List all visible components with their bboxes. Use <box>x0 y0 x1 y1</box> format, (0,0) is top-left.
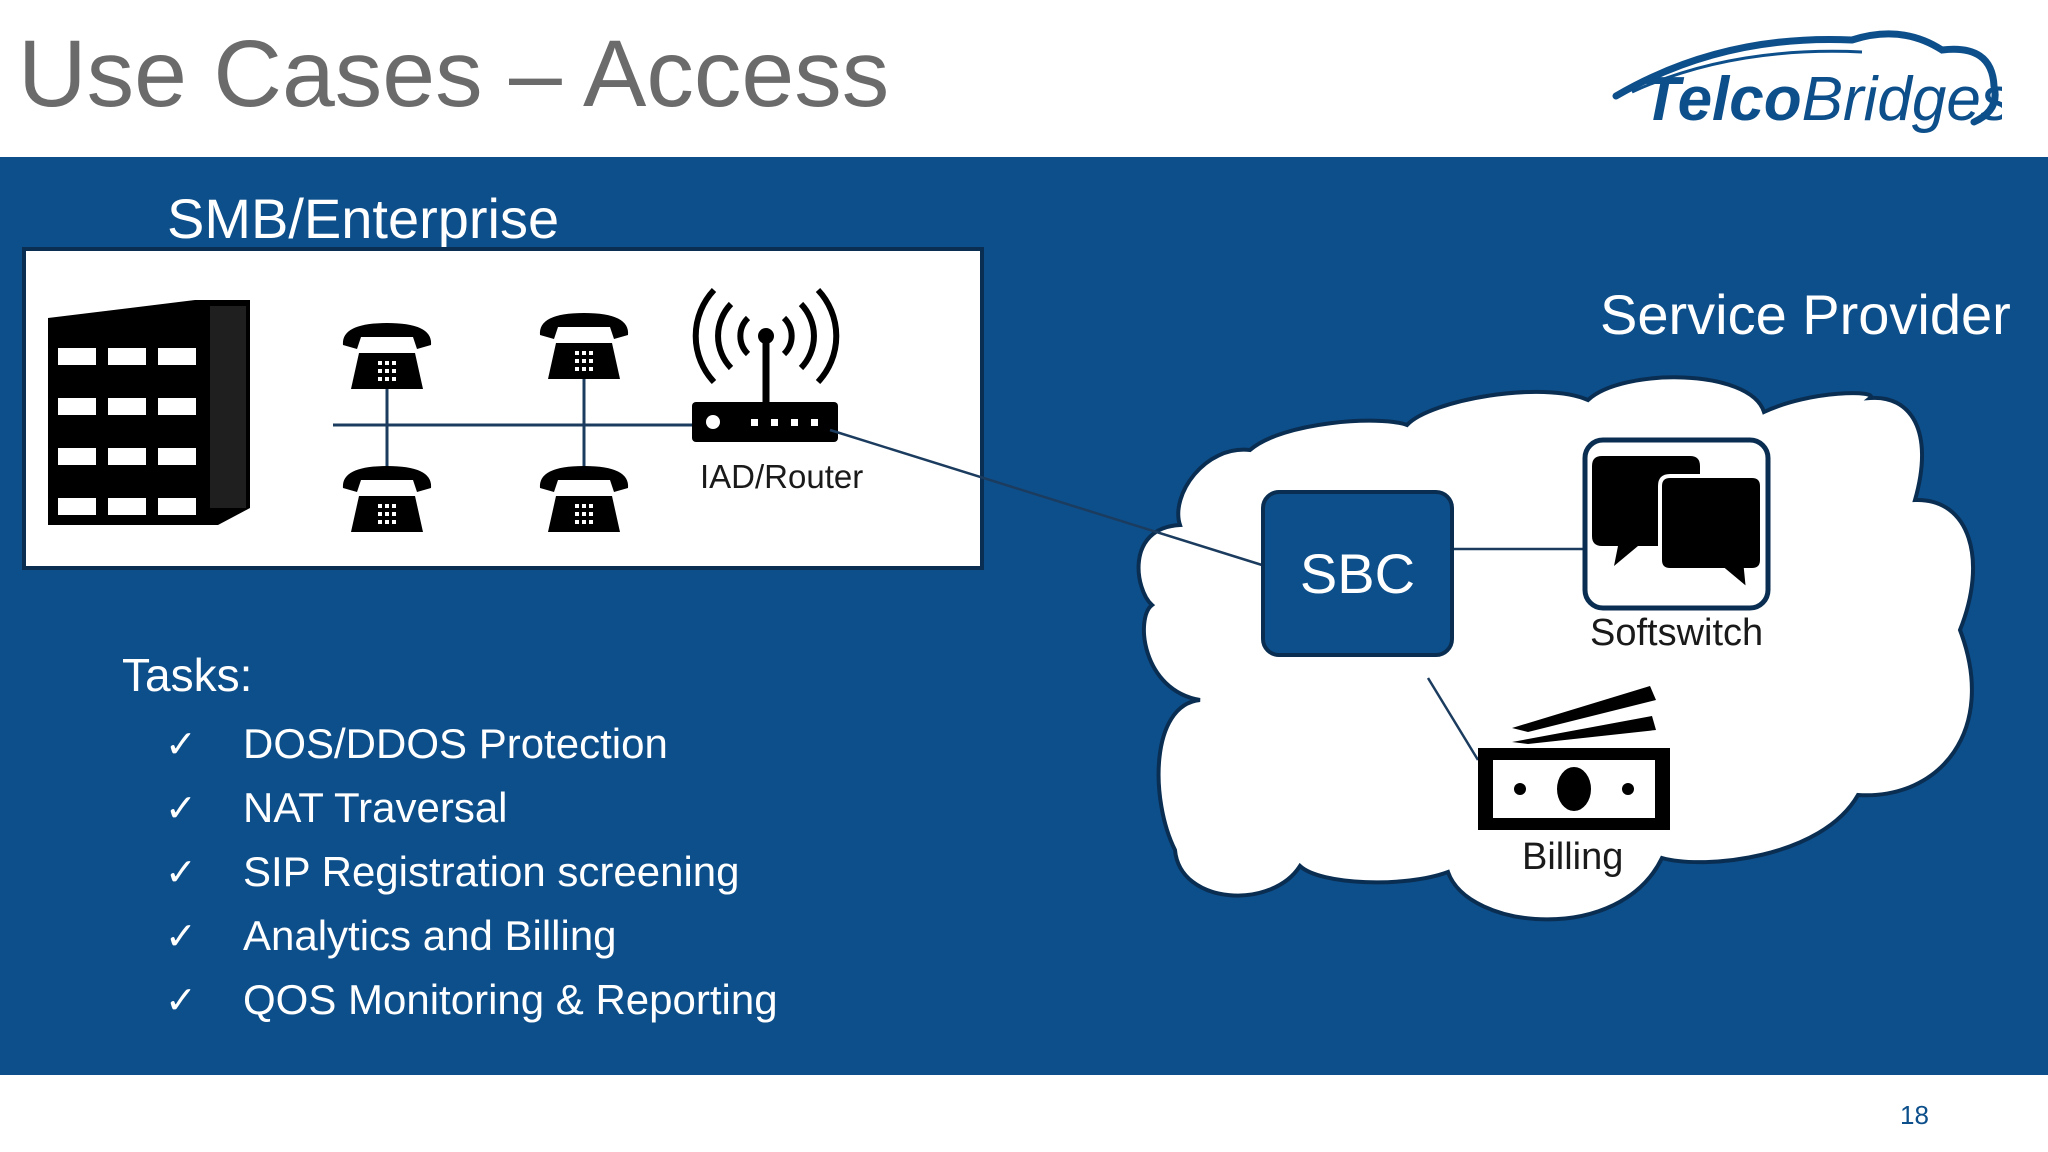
checkmark-icon: ✓ <box>165 851 197 894</box>
softswitch-label: Softswitch <box>1590 612 1764 654</box>
desk-phone-icon <box>342 466 432 532</box>
page-number: 18 <box>1900 1100 1929 1130</box>
billing-label: Billing <box>1522 836 1624 878</box>
task-text: DOS/DDOS Protection <box>243 720 668 767</box>
office-building-icon <box>48 300 250 525</box>
money-icon <box>1478 686 1670 830</box>
task-text: SIP Registration screening <box>243 848 740 895</box>
list-item: ✓ DOS/DDOS Protection <box>165 712 778 776</box>
list-item: ✓ NAT Traversal <box>165 776 778 840</box>
list-item: ✓ SIP Registration screening <box>165 840 778 904</box>
service-provider-label: Service Provider <box>1600 283 2011 346</box>
task-text: Analytics and Billing <box>243 912 617 959</box>
checkmark-icon: ✓ <box>165 979 197 1022</box>
tasks-heading: Tasks: <box>122 649 253 701</box>
checkmark-icon: ✓ <box>165 723 197 766</box>
chat-bubbles-icon <box>1592 456 1764 595</box>
desk-phone-icon <box>539 466 629 532</box>
wifi-router-icon <box>692 287 840 442</box>
checkmark-icon: ✓ <box>165 915 197 958</box>
checkmark-icon: ✓ <box>165 787 197 830</box>
slide-title: Use Cases – Access <box>18 21 890 127</box>
desk-phone-icon <box>342 323 432 389</box>
sbc-label: SBC <box>1299 542 1416 605</box>
task-text: NAT Traversal <box>243 784 508 831</box>
list-item: ✓ Analytics and Billing <box>165 904 778 968</box>
list-item: ✓ QOS Monitoring & Reporting <box>165 968 778 1032</box>
task-text: QOS Monitoring & Reporting <box>243 976 778 1023</box>
svg-text:TelcoBridges: TelcoBridges <box>1642 65 2002 134</box>
router-label: IAD/Router <box>700 458 864 495</box>
sbc-node: SBC <box>1261 490 1454 657</box>
tasks-list: ✓ DOS/DDOS Protection ✓ NAT Traversal ✓ SIP… <box>165 712 778 1032</box>
telcobridges-logo: TelcoBridges <box>1612 30 2002 134</box>
enterprise-label: SMB/Enterprise <box>167 187 560 250</box>
desk-phone-icon <box>539 313 629 379</box>
